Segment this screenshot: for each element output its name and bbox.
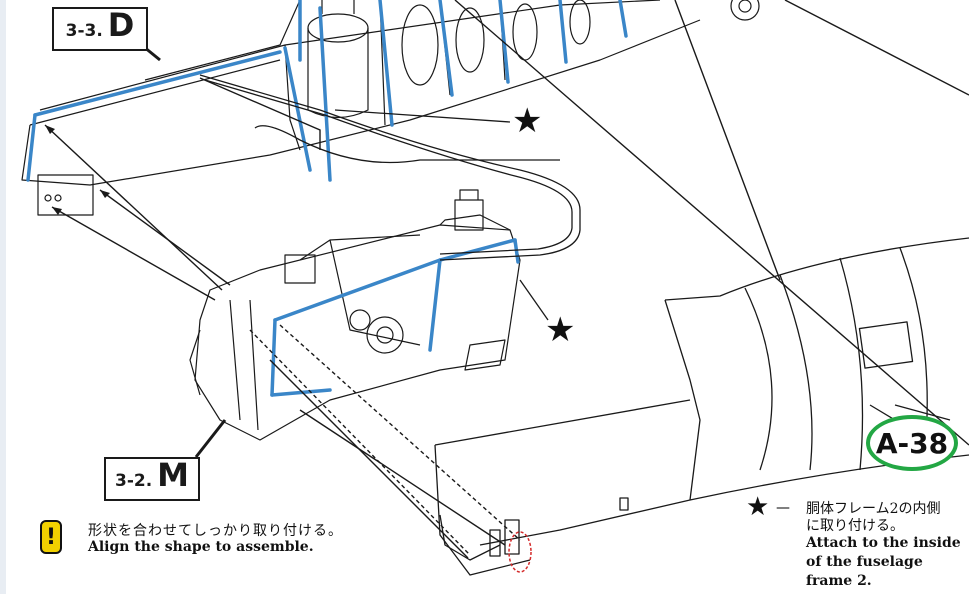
star-leaders (334, 109, 896, 421)
step-number: 3-2. (114, 471, 153, 491)
star-note-en-line-2: of the fuselage (806, 554, 923, 570)
star-marker: ★ (512, 101, 543, 141)
step-label-3-2-m: 3-2. M (104, 457, 200, 501)
notice-text-en: Align the shape to assemble. (88, 539, 314, 555)
guide-arrowheads (45, 125, 110, 215)
fuselage-outline (454, 0, 969, 446)
cockpit-blue-frames (270, 238, 520, 397)
pipes (199, 74, 581, 261)
highlight-circle (508, 531, 532, 573)
star-note-en-line-1: Attach to the inside (806, 535, 961, 551)
step-letter: D (107, 6, 135, 44)
part-label-a-38: A-38 (866, 415, 958, 471)
star-marker: ★ (545, 310, 576, 350)
cockpit-section (189, 189, 521, 441)
notice-text-ja: 形状を合わせてしっかり取り付ける。 (88, 523, 343, 539)
star-note-ja-line-1: 胴体フレーム2の内側 (806, 501, 941, 517)
star-note-ja-line-2: に取り付ける。 (806, 518, 904, 534)
lower-fuselage-panel (434, 237, 969, 576)
guide-lines (44, 77, 521, 559)
upper-fuselage-section (21, 0, 760, 216)
star-icon: ★ (746, 492, 770, 522)
dash: — (776, 500, 790, 516)
step-number: 3-3. (65, 21, 103, 41)
exclamation-icon: ! (40, 520, 62, 554)
star-note-en-line-3: frame 2. (806, 573, 872, 589)
step-label-3-3-d: 3-3. D (52, 7, 148, 51)
step-letter: M (157, 456, 189, 494)
